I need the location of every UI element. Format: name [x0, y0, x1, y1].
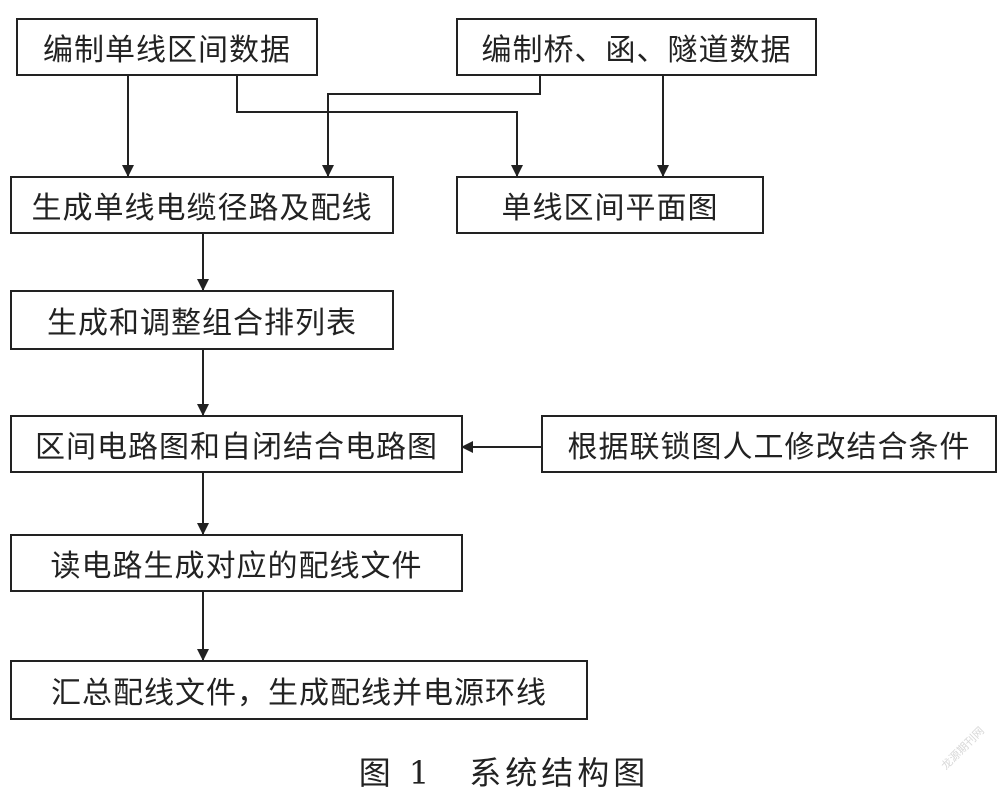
node-summary-wiring: 汇总配线文件，生成配线并电源环线 — [10, 660, 588, 720]
node-bridge-culvert-tunnel-data: 编制桥、函、隧道数据 — [456, 18, 817, 76]
figure-caption: 图 1 系统结构图 — [358, 754, 650, 792]
node-section-circuit-diagram: 区间电路图和自闭结合电路图 — [10, 415, 463, 473]
node-section-plan: 单线区间平面图 — [456, 176, 764, 234]
edge-n1-n4 — [236, 75, 523, 177]
node-single-line-section-data: 编制单线区间数据 — [16, 18, 318, 76]
node-manual-modify-conditions: 根据联锁图人工修改结合条件 — [541, 415, 997, 473]
node-cable-route-wiring: 生成单线电缆径路及配线 — [10, 176, 394, 234]
node-combination-table: 生成和调整组合排列表 — [10, 290, 394, 350]
edge-n2-n3 — [322, 75, 541, 177]
node-wiring-files: 读电路生成对应的配线文件 — [10, 534, 463, 592]
